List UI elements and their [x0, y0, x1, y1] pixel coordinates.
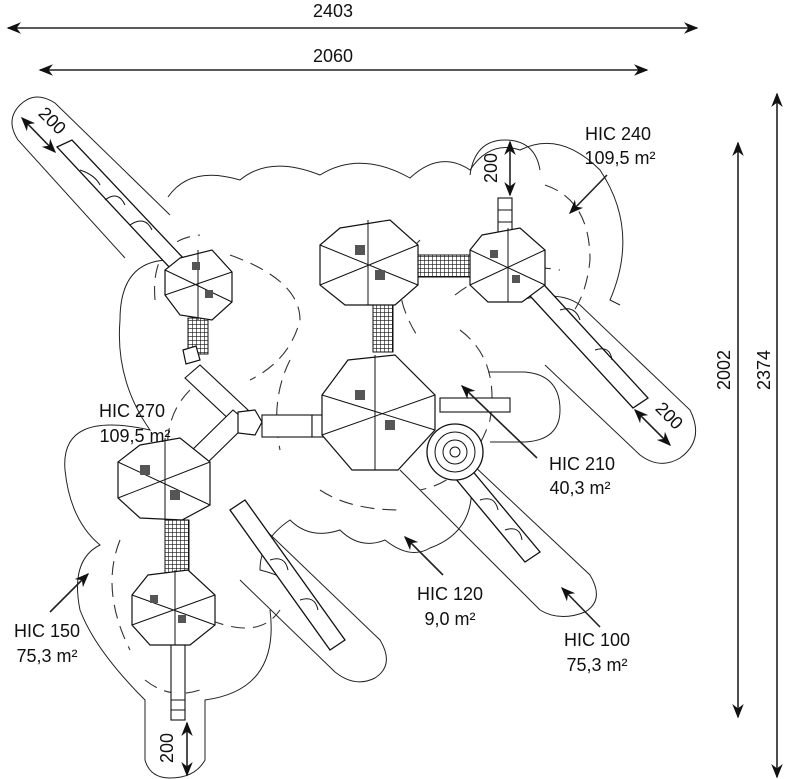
clearance-bottom: 200: [157, 721, 193, 777]
hic-210-area: 40,3 m²: [549, 478, 610, 498]
hic-zone-150: HIC 150 75,3 m²: [14, 572, 90, 666]
dimension-overall-width-label: 2403: [313, 1, 353, 21]
zone-lower-left-slide: [239, 519, 387, 683]
hic-zone-210: HIC 210 40,3 m²: [460, 385, 615, 498]
dimension-structure-width: 2060: [38, 46, 649, 76]
hic-270-label: HIC 270: [99, 401, 165, 421]
dimension-structure-width-label: 2060: [313, 46, 353, 66]
hic-zone-120: HIC 120 9,0 m²: [403, 535, 483, 629]
ladder-bottom: [170, 639, 186, 721]
tower-top-right: [469, 227, 546, 303]
zone-top-right-ladder: [469, 139, 541, 176]
tower-bottom: [131, 569, 216, 646]
junction-hut: [182, 345, 263, 436]
clearance-right: 200: [633, 398, 687, 447]
tower-center: [321, 354, 436, 471]
clearance-top-left-label: 200: [35, 103, 70, 138]
hic-240-area: 109,5 m²: [584, 148, 655, 168]
dimension-structure-height-label: 2002: [714, 350, 734, 390]
hic-150-label: HIC 150: [14, 621, 80, 641]
spiral-slide: [426, 423, 484, 481]
dimension-overall-height: 2374: [754, 92, 783, 779]
hic-zone-100: HIC 100 75,3 m²: [560, 586, 630, 675]
net-bridges: [164, 254, 474, 577]
zone-hic210-box: [488, 371, 561, 443]
safety-zone-outlines: [11, 96, 697, 779]
zone-main-cloud: [167, 142, 624, 306]
hic-zone-240: HIC 240 109,5 m²: [568, 124, 656, 215]
clearance-right-label: 200: [652, 398, 687, 433]
zone-lower-cloud: [259, 469, 473, 601]
hic-100-area: 75,3 m²: [566, 655, 627, 675]
dimension-structure-height: 2002: [714, 141, 744, 719]
zone-top-left-slide: [11, 96, 171, 259]
slide-lower-left: [229, 499, 346, 651]
hic-zone-270: HIC 270 109,5 m²: [99, 401, 171, 446]
dimension-overall-width: 2403: [6, 1, 699, 34]
hic-120-label: HIC 120: [417, 584, 483, 604]
clearance-top-right: 200: [481, 140, 516, 197]
deck-side-slide-right: [439, 397, 511, 413]
tower-top-left: [164, 249, 233, 321]
hic-100-label: HIC 100: [564, 630, 630, 650]
hic-150-area: 75,3 m²: [16, 646, 77, 666]
clearance-top-right-label: 200: [481, 153, 501, 183]
tower-left: [117, 437, 211, 521]
hic-240-label: HIC 240: [585, 124, 651, 144]
hic-210-label: HIC 210: [549, 454, 615, 474]
zone-left-cloud: [64, 259, 272, 779]
dimension-overall-height-label: 2374: [754, 350, 774, 390]
tower-top-center: [319, 219, 419, 306]
hic-270-area: 109,5 m²: [99, 426, 170, 446]
hic-120-area: 9,0 m²: [424, 609, 475, 629]
clearance-bottom-label: 200: [157, 733, 177, 763]
slide-top-right: [519, 274, 649, 409]
